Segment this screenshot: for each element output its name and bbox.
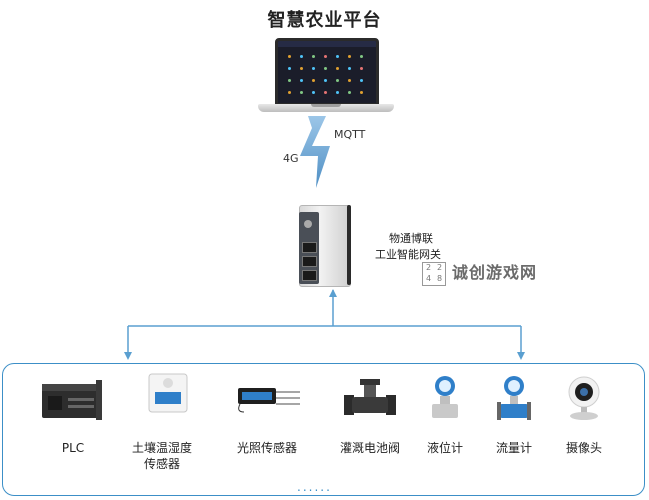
- laptop-base: [258, 104, 394, 112]
- level-gauge-icon: [432, 376, 458, 418]
- device-label: 液位计: [426, 441, 463, 455]
- plc-icon: [42, 380, 102, 420]
- device-label: PLC: [61, 441, 85, 455]
- flow-meter-icon: [497, 376, 531, 420]
- laptop-notch: [311, 104, 341, 107]
- camera-icon: [568, 376, 600, 420]
- arrow-down-icon: [124, 352, 132, 360]
- more-devices-ellipsis: ......: [297, 480, 332, 494]
- watermark-text: 诚创游戏网: [452, 263, 538, 282]
- lightning-bolt-icon: [300, 116, 330, 188]
- page-title: 智慧农业平台: [267, 10, 382, 31]
- soil-sensor-icon: [148, 373, 188, 413]
- device-label: 光照传感器: [236, 441, 297, 455]
- arrow-up-icon: [329, 289, 337, 297]
- device-label: 灌溉电池阀: [339, 441, 400, 455]
- device-label: 土壤温湿度 传感器: [131, 441, 192, 471]
- device-panel: [2, 363, 645, 496]
- gateway-subtitle: 工业智能网关: [375, 248, 441, 261]
- cellular-label: 4G: [283, 152, 299, 165]
- antenna-icon: [347, 205, 351, 285]
- mqtt-label: MQTT: [334, 128, 366, 141]
- arrow-down-icon: [517, 352, 525, 360]
- gateway-company: 物通博联: [389, 232, 433, 245]
- gateway-front-panel: [299, 212, 319, 284]
- device-label: 摄像头: [565, 441, 602, 455]
- valve-icon: [344, 379, 396, 415]
- light-sensor-icon: [238, 388, 300, 413]
- device-label: 流量计: [495, 441, 532, 455]
